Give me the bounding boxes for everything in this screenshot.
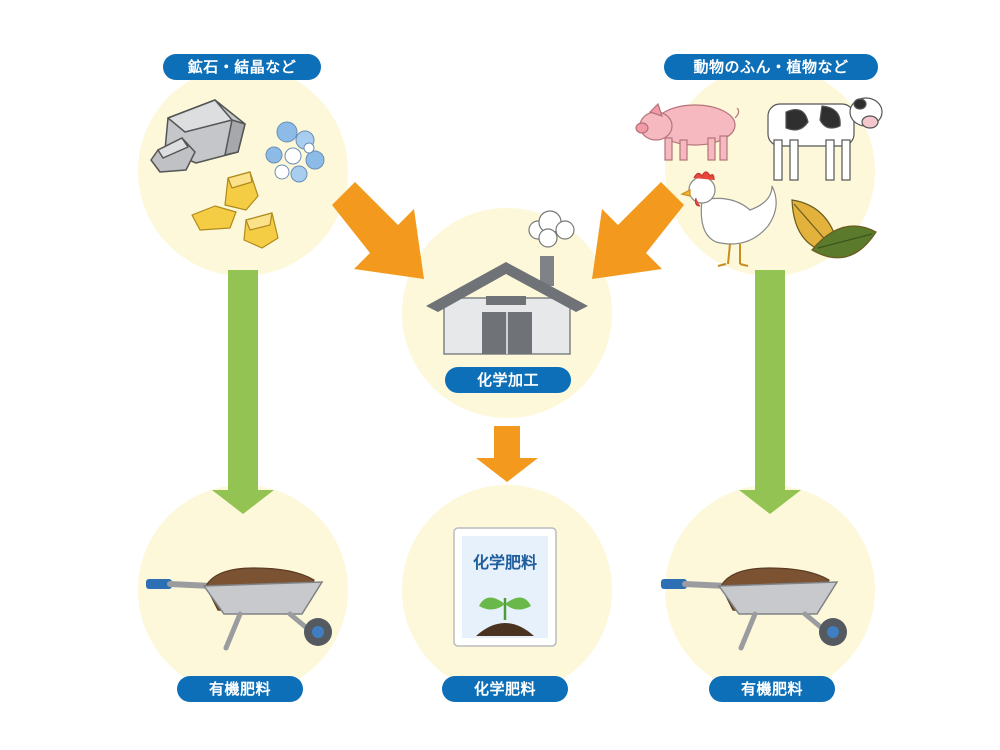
label-minerals: 鉱石・結晶など [163,54,321,80]
arrow-minerals-to-organic [212,270,274,514]
arrow-minerals-to-factory [332,182,424,279]
label-chemical-fertilizer: 化学肥料 [442,676,568,702]
bag-label: 化学肥料 [473,553,537,572]
arrow-animals-to-factory [592,182,684,279]
label-animals-plants: 動物のふん・植物など [664,54,878,80]
label-organic-left: 有機肥料 [177,676,303,702]
arrow-animals-to-organic [739,270,801,514]
pig-icon [636,104,739,160]
arrow-factory-to-chemical [476,426,538,482]
label-organic-right: 有機肥料 [709,676,835,702]
label-chemical-processing: 化学加工 [445,367,571,393]
fertilizer-bag-icon: 化学肥料 [454,528,556,646]
